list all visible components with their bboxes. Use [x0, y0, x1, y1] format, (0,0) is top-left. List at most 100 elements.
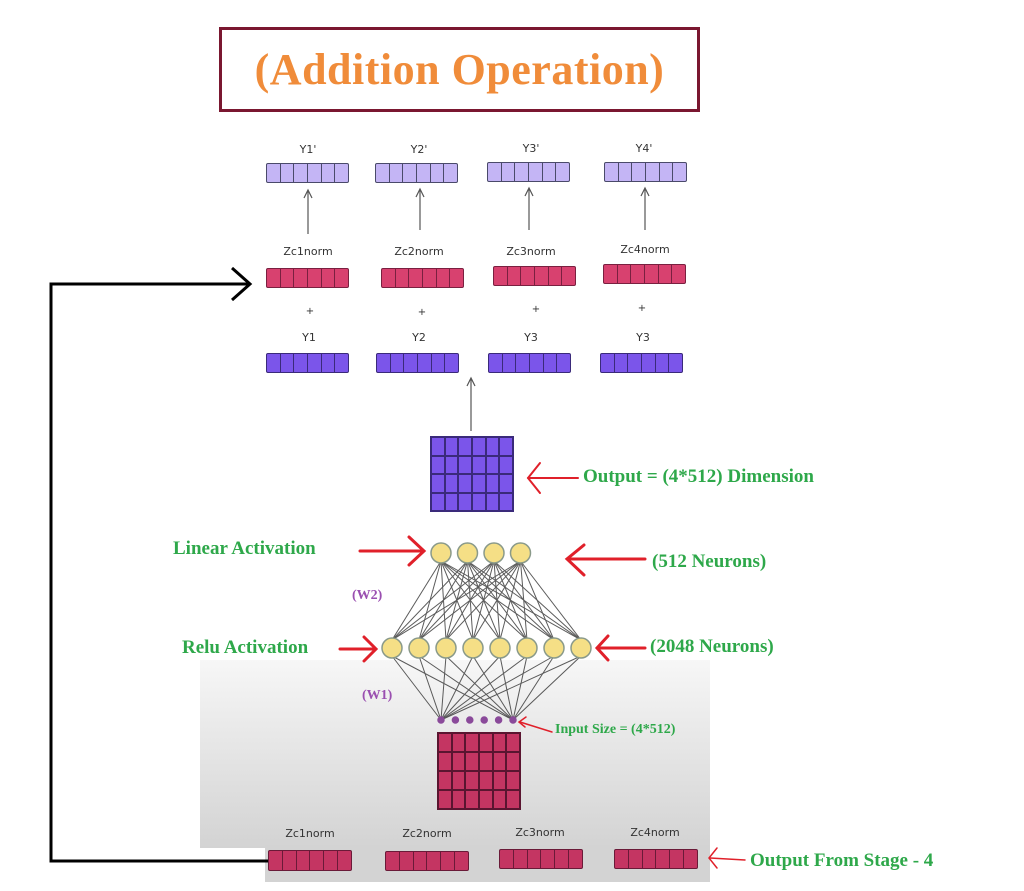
w1-edge [512, 655, 528, 721]
plus-sign-4: + [637, 303, 647, 314]
w1-edge [472, 655, 514, 721]
matrix-cell [458, 474, 472, 493]
w2-edge [418, 560, 521, 641]
matrix-cell [506, 733, 520, 752]
matrix-cell [499, 474, 513, 493]
arrow-linear-activation [358, 535, 427, 567]
matrix-cell [465, 790, 479, 809]
matrix-cell [431, 474, 445, 493]
matrix-cell [472, 455, 486, 474]
matrix-cell [431, 437, 445, 456]
input-vector-y4 [600, 353, 683, 373]
input-label-y2: Y2 [412, 331, 426, 344]
w1-edge [440, 655, 474, 721]
matrix-cell [438, 733, 452, 752]
norm-vector-zc3-bottom [499, 849, 583, 869]
input-vector-y1 [266, 353, 349, 373]
matrix-cell [438, 752, 452, 771]
matrix-cell [438, 771, 452, 790]
output-label-y2p: Y2' [410, 143, 428, 156]
matrix-cell [492, 752, 507, 771]
matrix-cell [465, 752, 479, 771]
input-dot [451, 716, 460, 724]
matrix-cell [499, 455, 513, 474]
up-arrow-3 [524, 186, 534, 230]
red-arrows [338, 462, 746, 869]
input-label-y3: Y3 [524, 331, 538, 344]
output-label-y3p: Y3' [522, 142, 540, 155]
matrix-cell [499, 437, 513, 456]
w2-edge [391, 560, 495, 641]
w1-edge [445, 655, 514, 721]
w1-edge [440, 655, 582, 721]
norm-label-zc4-bottom: Zc4norm [630, 826, 680, 839]
relu-neuron [435, 637, 457, 659]
w1-edge [440, 655, 555, 721]
w2-edge [520, 560, 582, 641]
matrix-cell [499, 492, 513, 511]
matrix-cell [479, 790, 493, 809]
matrix-cell [492, 790, 507, 809]
input-vector-y3 [488, 353, 571, 373]
relu-neuron [489, 637, 511, 659]
matrix-cell [431, 455, 445, 474]
matrix-cell [458, 455, 472, 474]
matrix-cell [451, 752, 466, 771]
input-dot [494, 716, 503, 724]
w1-edge [418, 655, 442, 721]
label-w2: (W2) [352, 588, 383, 603]
label-relu-neurons: (2048 Neurons) [650, 636, 774, 657]
norm-label-zc3-top: Zc3norm [506, 245, 556, 258]
w1-edge [440, 655, 447, 721]
norm-vector-zc4-top [603, 264, 686, 284]
matrix-cell [492, 771, 507, 790]
matrix-cell [485, 474, 500, 493]
input-matrix [437, 732, 521, 810]
matrix-cell [472, 474, 486, 493]
relu-neuron [462, 637, 484, 659]
norm-vector-zc4-bottom [614, 849, 698, 869]
up-arrow-2 [415, 187, 425, 230]
norm-label-zc2-bottom: Zc2norm [402, 827, 452, 840]
output-matrix [430, 436, 514, 512]
label-w1: (W1) [362, 688, 393, 703]
matrix-cell [458, 492, 472, 511]
matrix-cell [451, 790, 466, 809]
w1-edge [499, 655, 514, 721]
relu-neuron [570, 637, 592, 659]
diagram-title: (Addition Operation) [254, 45, 665, 94]
input-label-y4: Y3 [636, 331, 650, 344]
w2-edge [445, 560, 521, 641]
matrix-cell [485, 455, 500, 474]
norm-label-zc1-top: Zc1norm [283, 245, 333, 258]
w1-edge [391, 655, 514, 721]
matrix-cell [465, 733, 479, 752]
w2-edge [391, 560, 442, 641]
matrix-cell [506, 771, 520, 790]
matrix-cell [485, 492, 500, 511]
output-vector-y3p [487, 162, 570, 182]
w2-edge [499, 560, 521, 641]
norm-vector-zc1-bottom [268, 850, 352, 871]
output-label-y4p: Y4' [635, 142, 653, 155]
w2-edge [520, 560, 555, 641]
relu-neuron [543, 637, 565, 659]
residual-arrowhead [231, 266, 253, 302]
up-arrow-matrix [466, 376, 476, 431]
title-box: (Addition Operation) [219, 27, 700, 112]
w1-edge [391, 655, 442, 721]
matrix-cell [444, 492, 459, 511]
label-output-dimension: Output = (4*512) Dimension [583, 466, 814, 487]
norm-vector-zc3-top [493, 266, 576, 286]
w1-edge [418, 655, 514, 721]
matrix-cell [479, 733, 493, 752]
input-vector-y2 [376, 353, 459, 373]
linear-neuron [509, 542, 532, 564]
w1-edge [440, 655, 501, 721]
residual-line [49, 282, 268, 863]
linear-neuron [430, 542, 452, 564]
label-linear-activation: Linear Activation [173, 538, 316, 559]
up-arrow-1 [303, 188, 313, 234]
plus-sign-1: + [305, 306, 315, 317]
matrix-cell [506, 790, 520, 809]
